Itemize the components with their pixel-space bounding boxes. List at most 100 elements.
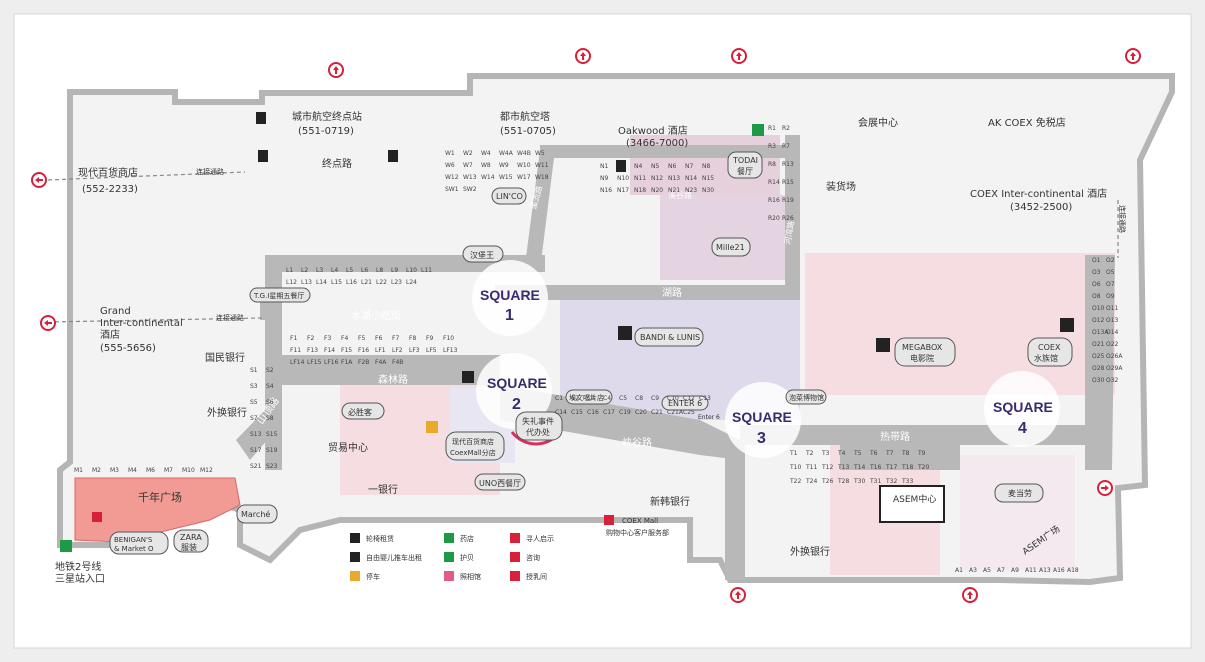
todai-pill[interactable] [727,151,763,179]
linco-pill[interactable] [491,187,527,205]
trade-center-label: 贸易中心 [328,441,368,454]
store-unit-code: C14 [555,409,567,416]
restroom-icon [616,160,626,172]
kimchi-museum-label: 泡菜博物馆 [789,393,824,402]
store-unit-code: N12 [651,175,663,182]
pizza-label: 必胜客 [348,407,372,417]
store-unit-code: O14 [1106,329,1119,336]
exit-icon[interactable] [31,172,47,188]
store-unit-code: O3 [1092,269,1101,276]
exit-icon[interactable] [731,48,747,64]
store-unit-code: W15 [499,174,513,181]
exit-icon[interactable] [328,62,344,78]
bandi-pill[interactable] [634,327,704,347]
store-unit-code: LF14 [290,359,305,366]
exit-icon[interactable] [1097,480,1113,496]
tgi-pill[interactable] [249,287,311,303]
store-unit-code: LF3 [409,347,420,354]
grand-ic-phone: (555-5656) [100,343,156,354]
store-unit-code: O12 [1092,317,1105,324]
store-unit-code: N20 [651,187,663,194]
square-3-number: 3 [757,430,766,447]
store-unit-code: C13 [699,395,711,402]
city-air-terminal-phone: (551-0719) [298,126,354,137]
mille21-label: Mille21 [716,243,745,252]
store-unit-code: L23 [391,279,402,286]
store-unit-code: F8 [409,335,416,342]
pharmacy-icon [444,533,454,543]
exit-icon[interactable] [962,587,978,603]
megabox-sub-label: 电影院 [910,353,934,363]
store-unit-code: N21 [668,187,680,194]
megabox-pill[interactable] [894,337,956,367]
pizza-pill[interactable] [341,402,385,420]
asem-center-box[interactable] [879,485,945,523]
store-unit-code: W14 [481,174,495,181]
legend-stroller: 自由婴儿推车出租 [366,553,422,562]
uno-pill[interactable] [474,473,526,491]
store-unit-code: C20 [635,409,647,416]
marche-pill[interactable] [236,504,278,524]
lake-road-label: 湖路 [662,286,682,299]
hyundai-coex-pill[interactable] [445,431,505,461]
mille21-pill[interactable] [711,237,751,257]
lost-child-icon [510,533,520,543]
store-unit-code: T6 [869,450,878,457]
exit-icon[interactable] [1125,48,1141,64]
store-unit-code: T5 [853,450,862,457]
exit-icon[interactable] [575,48,591,64]
lost-found-pill[interactable] [515,411,563,441]
exit-icon[interactable] [40,315,56,331]
store-unit-code: T1 [789,450,798,457]
kimchi-museum-pill[interactable] [785,389,827,405]
wheelchair-icon [462,371,474,383]
store-unit-code: R7 [782,143,790,150]
todai-sub-label: 餐厅 [737,167,753,176]
grand-ic-line2: Inter-continental [100,318,183,329]
river-road-label: 河湾路 [782,220,796,245]
store-unit-code: T16 [869,464,881,471]
store-unit-code: S7 [250,415,258,422]
zara-pill[interactable] [173,529,209,553]
store-unit-code: A3 [969,567,977,574]
valley-road-label: 溪谷路 [668,190,692,200]
eva-records-pill[interactable] [565,389,613,405]
burger-king-pill[interactable] [462,245,504,263]
store-unit-code: F3 [324,335,331,342]
store-unit-code: W17 [517,174,531,181]
store-unit-code: F7 [392,335,399,342]
mcd-pill[interactable] [994,483,1044,503]
store-unit-code: N10 [617,175,629,182]
store-unit-code: W9 [499,162,509,169]
store-unit-code: C12 [683,395,695,402]
kookmin-bank-label: 国民银行 [205,351,245,364]
store-unit-code: T7 [885,450,894,457]
store-unit-code: C19 [619,409,631,416]
store-unit-code: S2 [266,367,274,374]
store-unit-code: L1 [286,267,293,274]
store-unit-code: T26 [821,478,833,485]
store-unit-code: W4A [499,150,514,157]
store-unit-code: O32 [1106,377,1119,384]
coex-aquarium-pill[interactable] [1027,337,1073,367]
exit-icon[interactable] [730,587,746,603]
store-unit-code: T14 [853,464,865,471]
store-unit-code: R2 [782,125,790,132]
enter6-pill[interactable] [661,395,709,411]
store-unit-code: N13 [668,175,680,182]
connect-passage-label: 连接通路 [196,167,224,176]
enter6-label: ENTER 6 [668,399,702,408]
square-2-number: 2 [512,396,521,413]
store-unit-code: A16 [1053,567,1065,574]
legend-parking: 停车 [366,572,380,581]
hyundai-coex-sub-label: CoexMall分店 [450,448,496,457]
store-unit-code: F15 [341,347,352,354]
store-unit-code: F11 [290,347,301,354]
store-unit-code: T30 [853,478,865,485]
benigans-pill[interactable] [109,531,169,555]
store-unit-code: T2 [805,450,814,457]
store-unit-code: A1 [955,567,963,574]
store-unit-code: O26A [1106,353,1123,360]
store-unit-code: LF2 [392,347,403,354]
legend-service-1: COEX Mall [622,517,658,525]
